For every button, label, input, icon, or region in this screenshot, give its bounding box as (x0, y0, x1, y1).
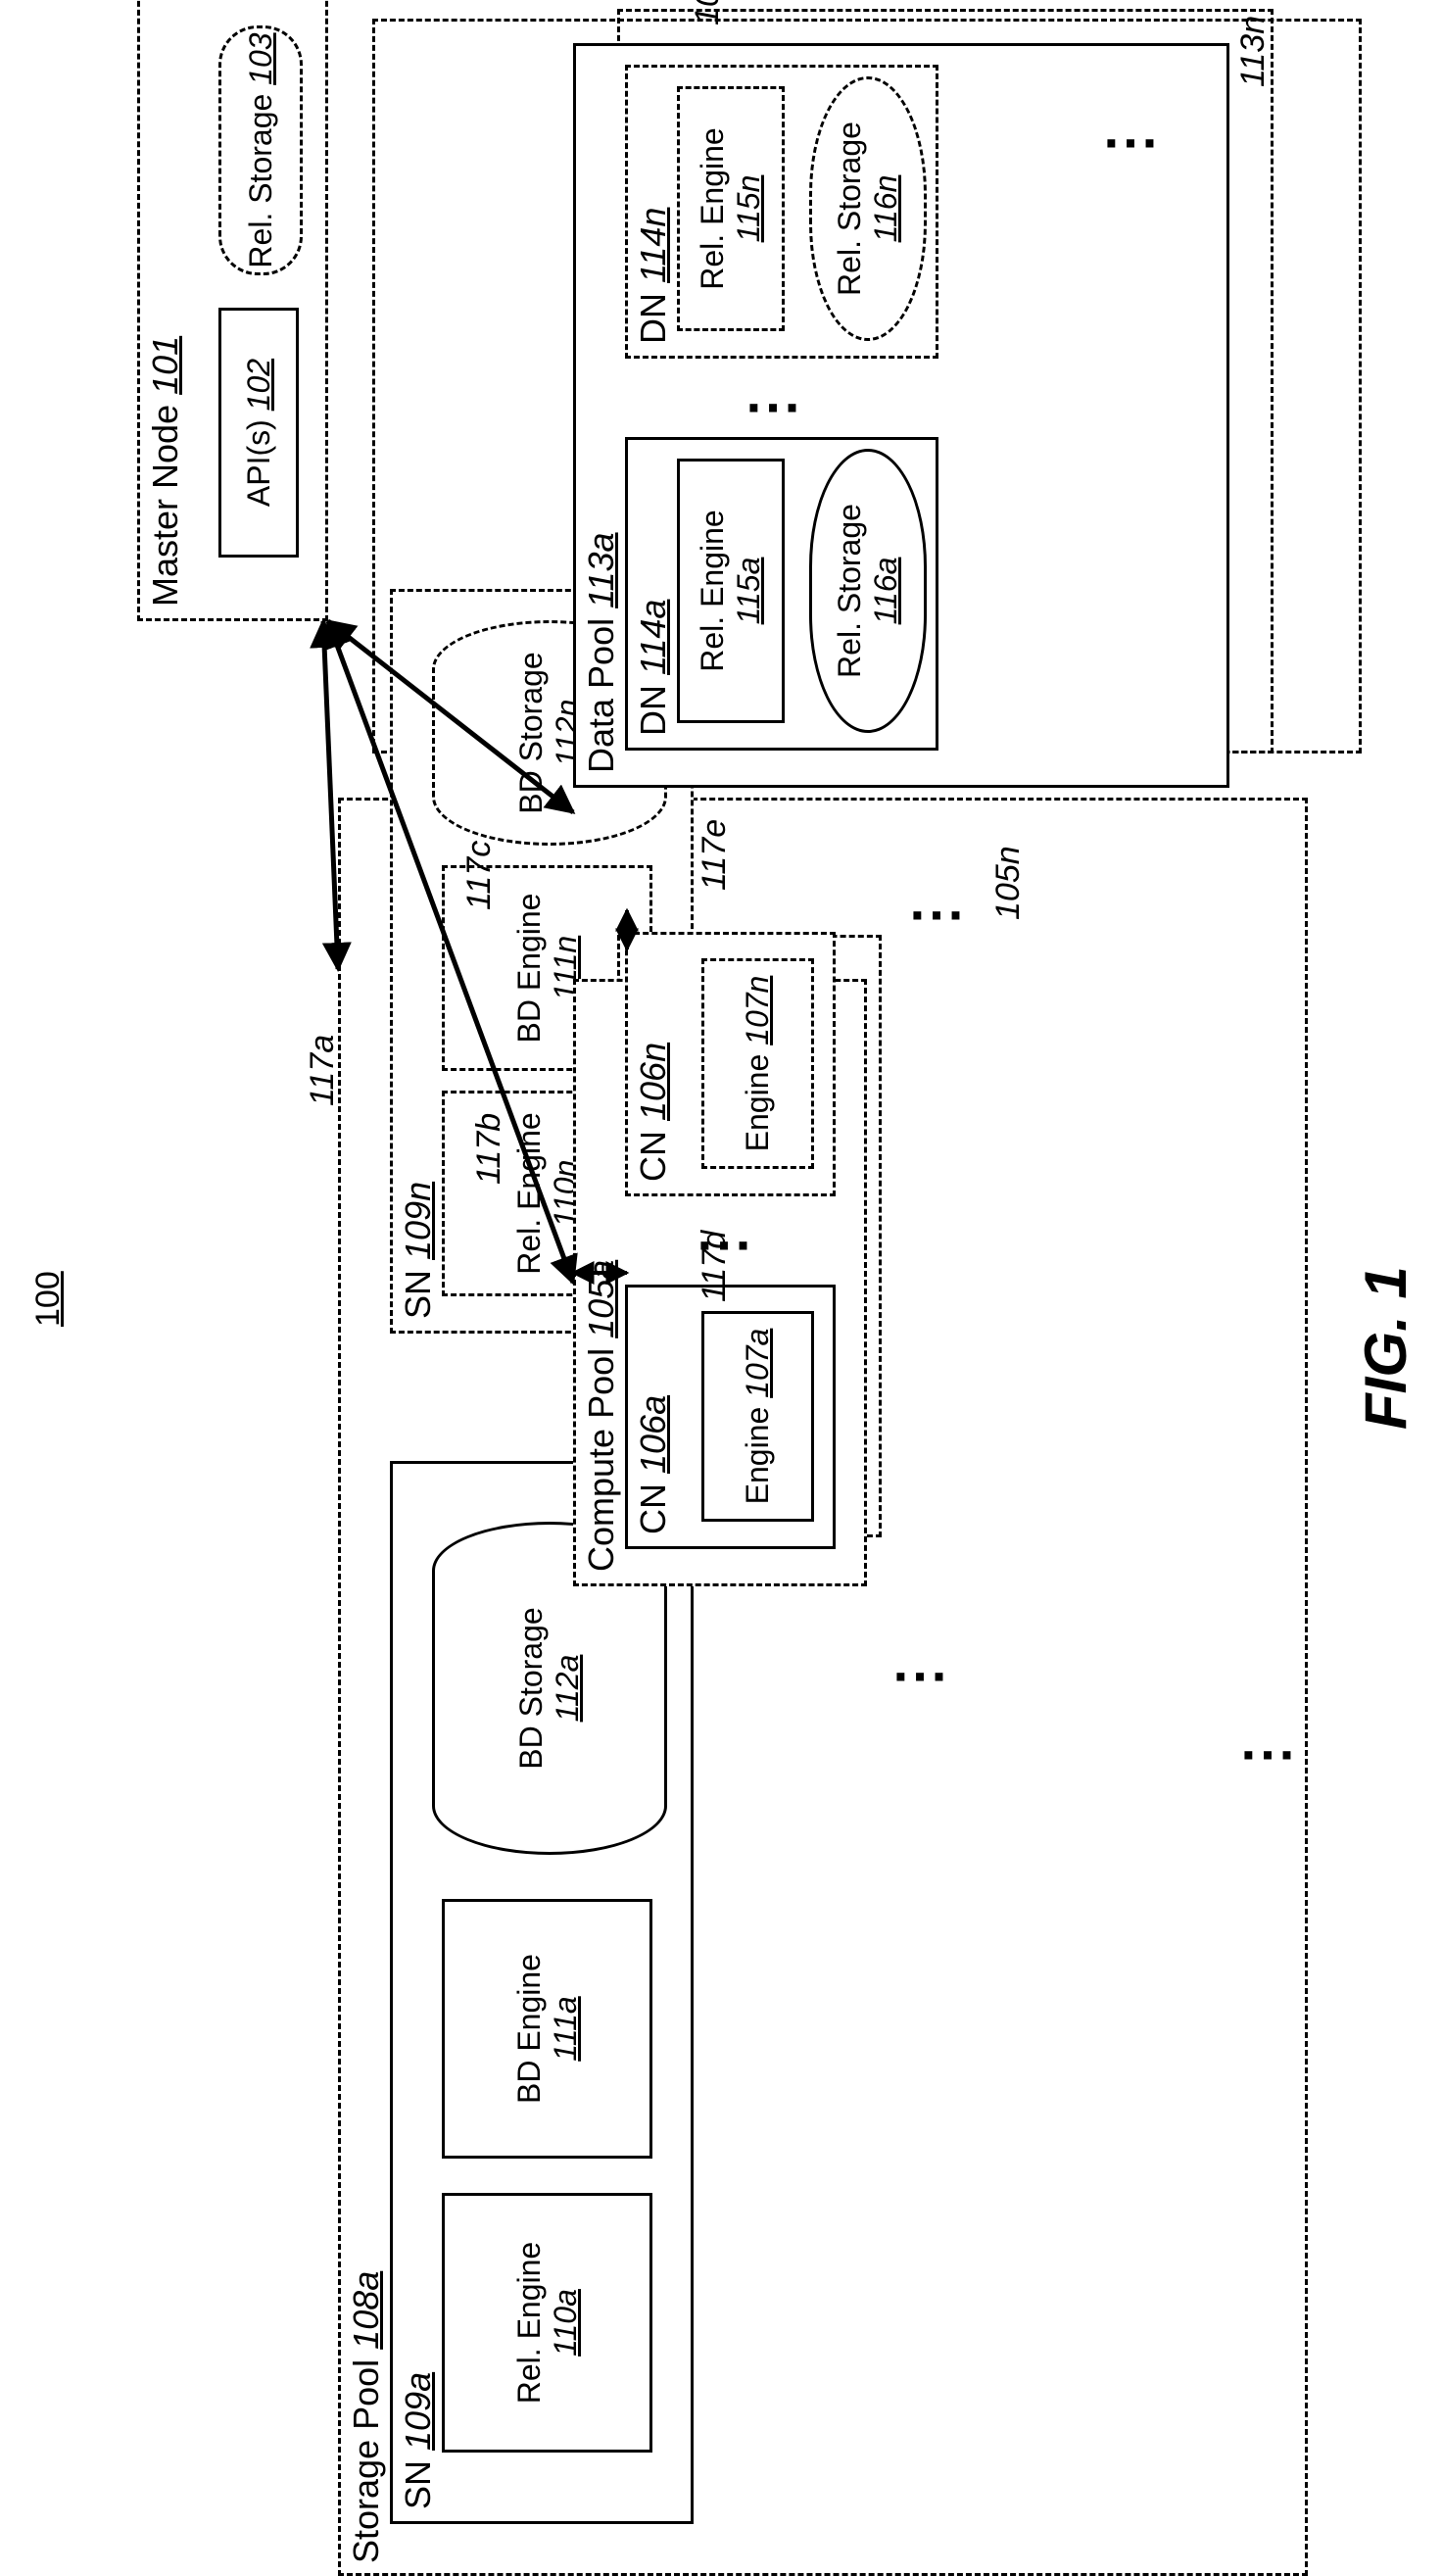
label-117a: 117a (304, 1035, 342, 1106)
compute-pool-n-ref: 105n (989, 846, 1028, 920)
connector-117a (323, 621, 338, 969)
label-117b: 117b (470, 1113, 508, 1185)
connector-117b (328, 621, 573, 1283)
label-117c: 117c (460, 841, 499, 910)
label-117e: 117e (696, 819, 734, 891)
label-117d: 117d (696, 1231, 734, 1302)
data-pool-n-ref: 113n (1234, 16, 1273, 87)
